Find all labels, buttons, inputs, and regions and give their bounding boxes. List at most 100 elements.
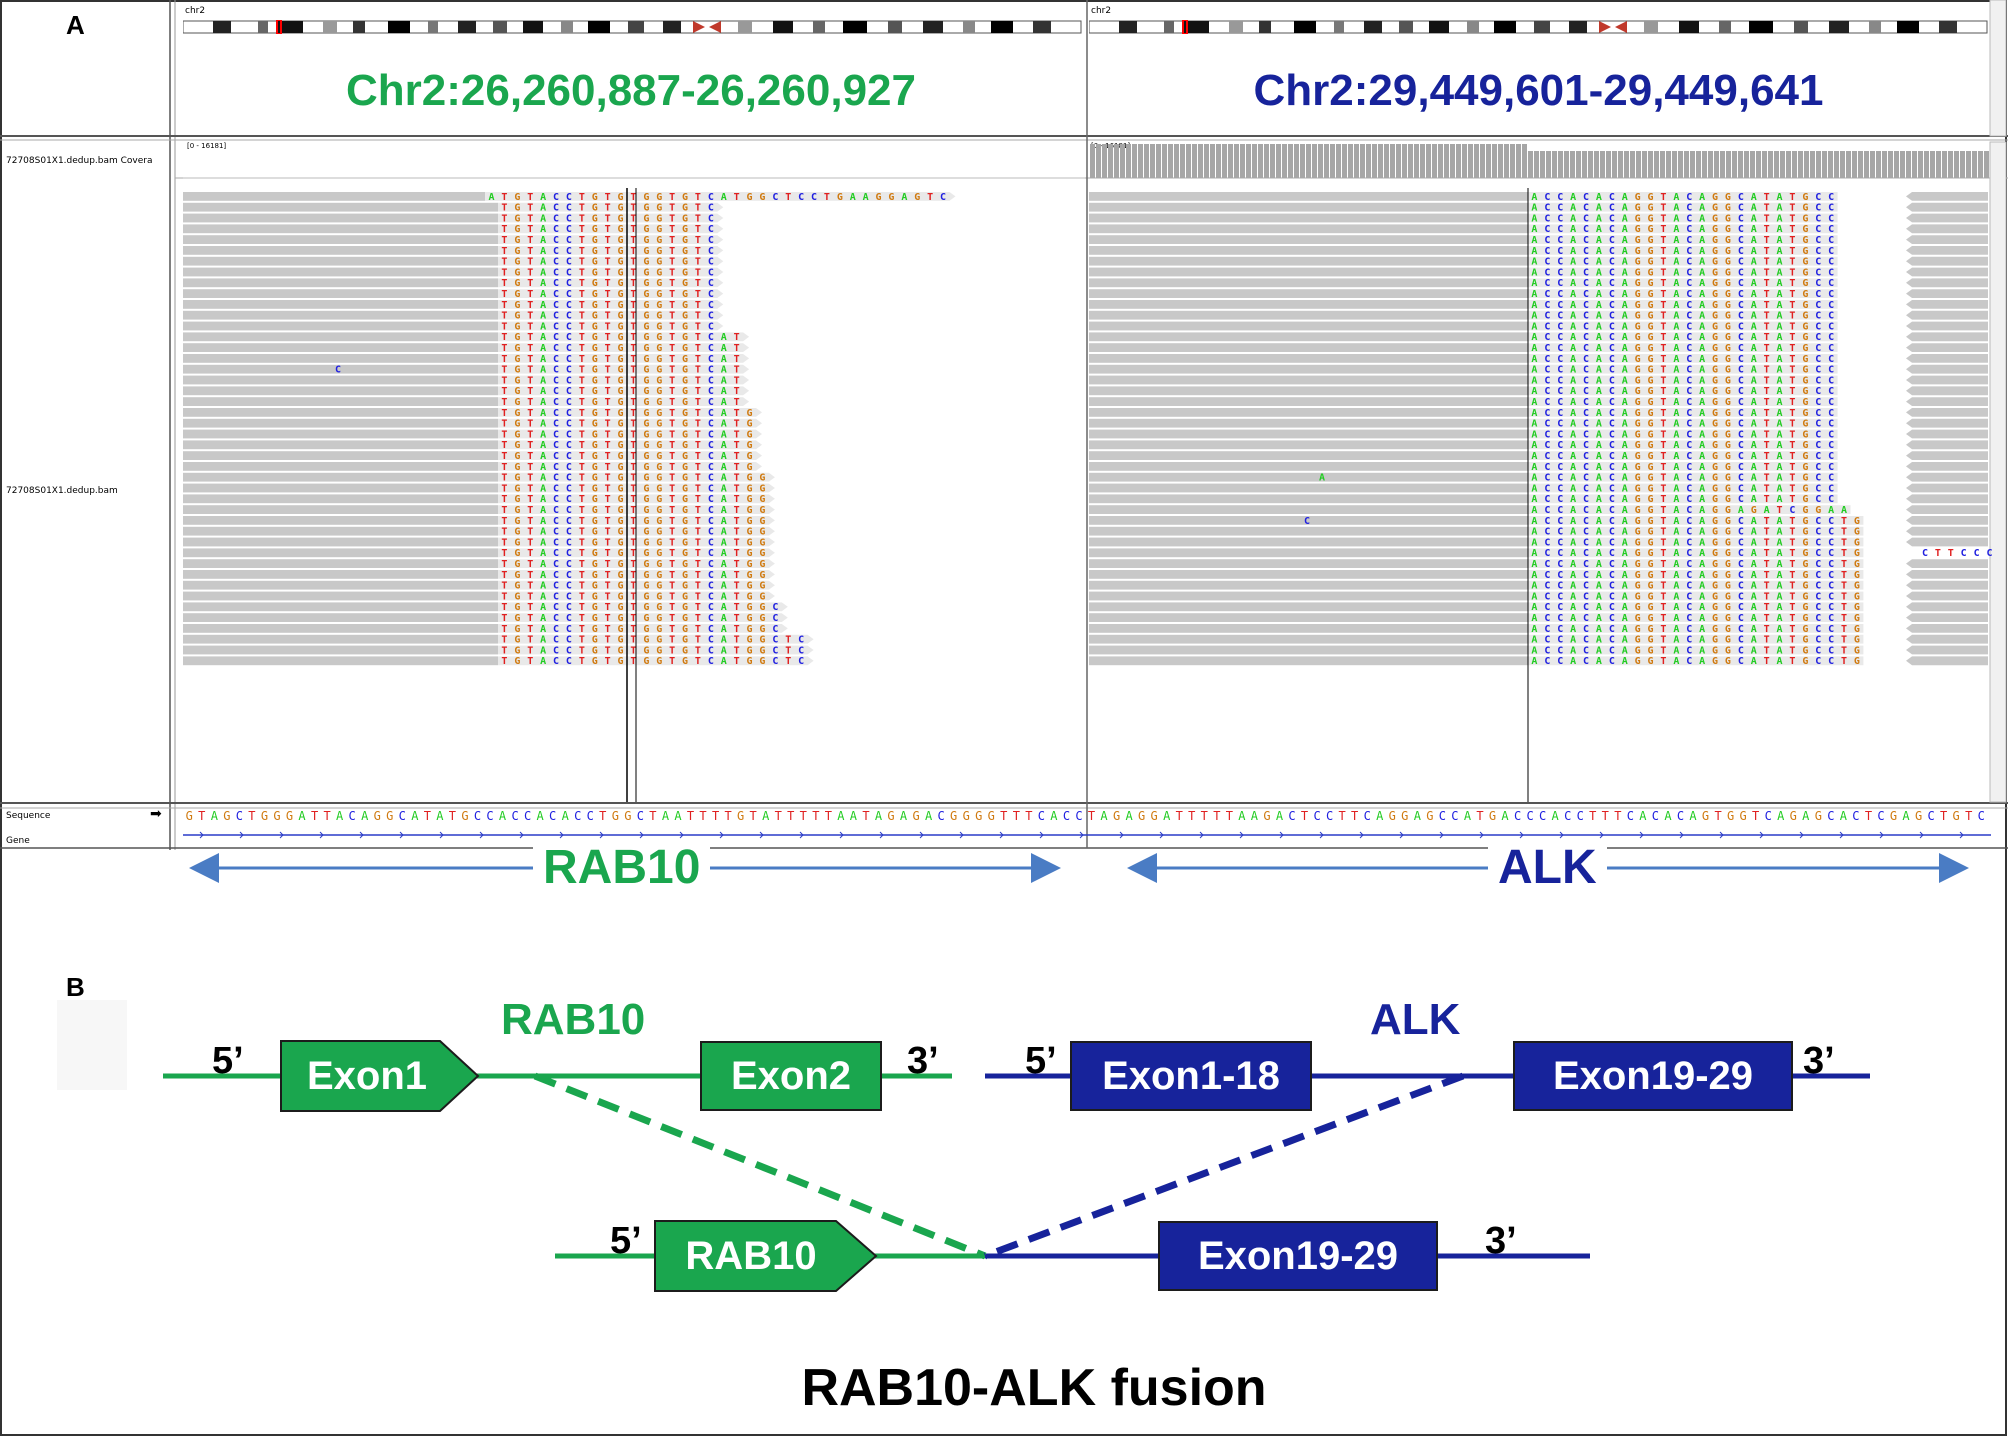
read-base: G bbox=[747, 419, 753, 430]
coverage-bar bbox=[1804, 151, 1809, 178]
read-base: G bbox=[682, 365, 688, 376]
read-gray bbox=[183, 386, 498, 396]
coverage-bar bbox=[1768, 151, 1773, 178]
coverage-bar bbox=[1744, 151, 1749, 178]
read-base: T bbox=[630, 537, 636, 548]
read-base: T bbox=[669, 505, 675, 516]
read-base: G bbox=[759, 548, 765, 559]
read-base: A bbox=[540, 321, 546, 332]
read-base: G bbox=[682, 224, 688, 235]
coverage-bar bbox=[1150, 144, 1155, 178]
coverage-bar bbox=[1840, 151, 1845, 178]
read-base: G bbox=[618, 462, 624, 473]
read-base: G bbox=[682, 278, 688, 289]
coverage-bar bbox=[1306, 144, 1311, 178]
read-base: T bbox=[669, 321, 675, 332]
coverage-bar bbox=[1906, 151, 1911, 178]
read-base: G bbox=[592, 397, 598, 408]
read-base: C bbox=[566, 300, 572, 311]
read-base: A bbox=[540, 440, 546, 451]
read-base: G bbox=[759, 473, 765, 484]
read-base: T bbox=[669, 397, 675, 408]
coverage-bar bbox=[1510, 144, 1515, 178]
read-base: G bbox=[759, 483, 765, 494]
coverage-bar bbox=[1846, 151, 1851, 178]
read-base: T bbox=[579, 516, 585, 527]
read-base: A bbox=[721, 494, 727, 505]
coverage-bar bbox=[1108, 144, 1113, 178]
read-base: T bbox=[695, 473, 701, 484]
read-base: A bbox=[721, 505, 727, 516]
chromosome-ideogram-right[interactable] bbox=[1089, 20, 1989, 34]
read-base: T bbox=[695, 224, 701, 235]
read-base: T bbox=[669, 213, 675, 224]
read-base: A bbox=[540, 289, 546, 300]
read-base: G bbox=[514, 440, 520, 451]
read-base: C bbox=[708, 365, 714, 376]
read-gray bbox=[183, 321, 498, 331]
read-base: T bbox=[605, 548, 611, 559]
read-base: G bbox=[747, 548, 753, 559]
read-base: T bbox=[669, 537, 675, 548]
read-base: T bbox=[501, 397, 507, 408]
coverage-bar bbox=[1930, 151, 1935, 178]
sequence-track-label[interactable]: Sequence bbox=[6, 811, 51, 821]
coverage-bar bbox=[1942, 151, 1947, 178]
read-base: G bbox=[514, 257, 520, 268]
coverage-track-label[interactable]: 72708S01X1.dedup.bam Covera bbox=[6, 156, 153, 166]
read-base: A bbox=[721, 192, 727, 203]
read-base: C bbox=[708, 311, 714, 322]
coverage-bar bbox=[1312, 144, 1317, 178]
read-base: G bbox=[656, 494, 662, 505]
read-base: T bbox=[605, 408, 611, 419]
read-base: T bbox=[527, 451, 533, 462]
read-base: G bbox=[592, 224, 598, 235]
chrom-label-left: chr2 bbox=[185, 6, 206, 16]
fusion-five-prime: 5’ bbox=[610, 1220, 642, 1262]
read-base: T bbox=[630, 419, 636, 430]
read-base: G bbox=[592, 354, 598, 365]
read-base: C bbox=[708, 429, 714, 440]
read-base: G bbox=[592, 505, 598, 516]
read-base: T bbox=[734, 440, 740, 451]
read-base: G bbox=[592, 321, 598, 332]
chromosome-ideogram-left[interactable] bbox=[183, 20, 1083, 34]
read-base: G bbox=[592, 246, 598, 257]
read-base: G bbox=[643, 419, 649, 430]
read-base: T bbox=[527, 246, 533, 257]
chrom-label-right: chr2 bbox=[1091, 6, 1112, 16]
coverage-bar bbox=[1180, 144, 1185, 178]
gene-track-label[interactable]: Gene bbox=[6, 836, 30, 846]
read-base: T bbox=[605, 278, 611, 289]
read-base: G bbox=[656, 537, 662, 548]
coverage-bar bbox=[1648, 151, 1653, 178]
read-base: G bbox=[759, 494, 765, 505]
strand-arrow-icon[interactable]: ➡ bbox=[150, 806, 162, 822]
read-base: T bbox=[605, 451, 611, 462]
alignment-track-label[interactable]: 72708S01X1.dedup.bam bbox=[6, 486, 118, 496]
read-base: G bbox=[514, 332, 520, 343]
read-base: T bbox=[695, 321, 701, 332]
read-base: C bbox=[566, 419, 572, 430]
read-base: A bbox=[540, 429, 546, 440]
read-base: G bbox=[682, 375, 688, 386]
read-base: T bbox=[605, 235, 611, 246]
read-base: C bbox=[708, 257, 714, 268]
coverage-bar bbox=[1294, 144, 1299, 178]
read-gray bbox=[183, 505, 498, 514]
coverage-bar bbox=[1582, 151, 1587, 178]
read-base: T bbox=[695, 494, 701, 505]
coverage-bar bbox=[1210, 144, 1215, 178]
read-base: T bbox=[630, 429, 636, 440]
read-base: C bbox=[566, 192, 572, 203]
coverage-bar bbox=[1588, 151, 1593, 178]
read-base: G bbox=[618, 527, 624, 538]
read-base: C bbox=[772, 192, 778, 203]
read-softclip bbox=[498, 300, 724, 309]
read-base: G bbox=[592, 278, 598, 289]
read-base: T bbox=[695, 365, 701, 376]
read-base: T bbox=[605, 375, 611, 386]
read-base: G bbox=[656, 354, 662, 365]
read-base: G bbox=[618, 224, 624, 235]
